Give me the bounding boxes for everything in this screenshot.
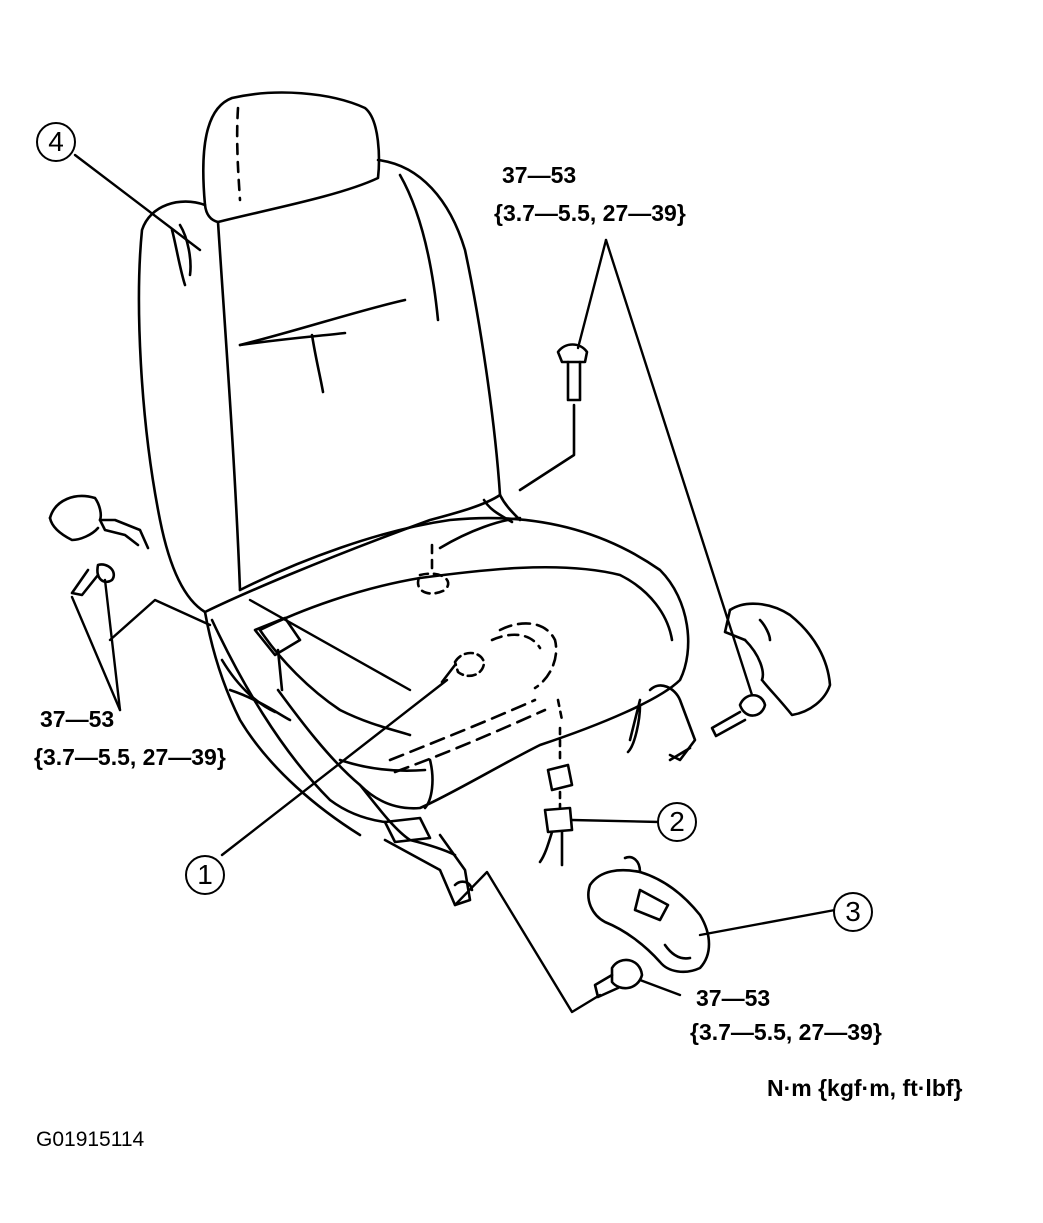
torque-bottom-nm: 37—53 [696,985,771,1011]
torque-left-nm: 37—53 [40,706,115,732]
leader-3 [698,908,837,937]
leader-1 [220,678,449,857]
callout-3: 3 [833,892,873,932]
figure-code: G01915114 [36,1128,145,1151]
leader-left-a [70,595,122,712]
torque-top-alt: {3.7—5.5, 27—39} [494,200,686,226]
leader-left-b [103,578,122,712]
leader-top-a [576,238,608,350]
seat-cushion [238,516,690,810]
seat-rails [203,610,697,907]
torque-left-alt: {3.7—5.5, 27—39} [34,744,226,770]
seat-back [137,158,522,614]
leader-lines [70,153,837,1014]
leader-left-c [108,598,212,642]
fastener-1 [440,651,486,684]
torque-top-nm: 37—53 [502,162,577,188]
headrest [202,91,381,224]
leader-bottom [638,978,682,997]
rail-cover [587,855,711,974]
left-bolt [70,563,116,597]
right-bolt [710,693,767,738]
bottom-bolt [593,958,644,999]
torque-bottom-alt: {3.7—5.5, 27—39} [690,1019,882,1045]
connector [538,698,574,867]
leader-2 [570,818,662,824]
callout-4: 4 [36,122,76,162]
leader-top-b [604,238,754,697]
callout-1: 1 [185,855,225,895]
leader-rail [453,870,602,1014]
top-bolt [518,343,589,492]
left-trim-cover [48,494,150,550]
leader-4 [73,153,202,252]
leader-left-d [248,598,412,692]
units-label: N·m {kgf·m, ft·lbf} [767,1075,963,1101]
callout-2: 2 [657,802,697,842]
